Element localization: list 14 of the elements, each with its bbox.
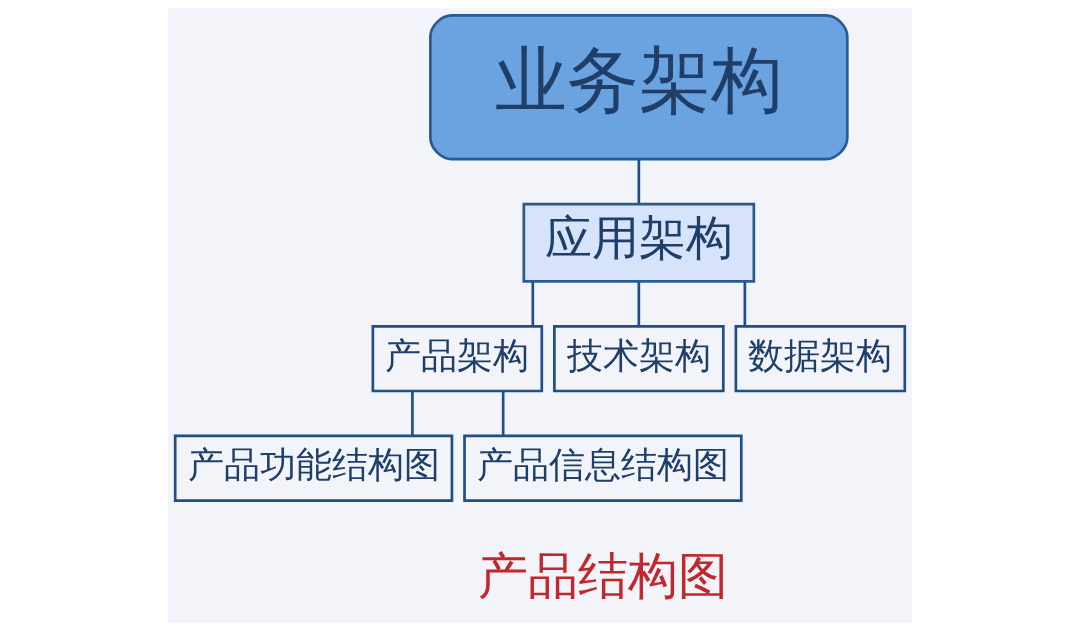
node-box: 数据架构 <box>734 324 907 393</box>
node-box: 业务架构 <box>429 14 849 161</box>
node-box: 技术架构 <box>553 324 725 393</box>
node-box: 产品信息结构图 <box>463 434 743 502</box>
connector <box>531 281 535 326</box>
connector <box>637 281 641 326</box>
connector <box>637 159 641 204</box>
node-box: 产品架构 <box>371 324 544 393</box>
node-box: 产品功能结构图 <box>173 434 454 502</box>
connector <box>411 391 414 436</box>
node-box: 应用架构 <box>522 202 756 283</box>
connector <box>743 281 747 326</box>
label: 产品结构图 <box>477 545 728 605</box>
connector <box>501 391 505 436</box>
